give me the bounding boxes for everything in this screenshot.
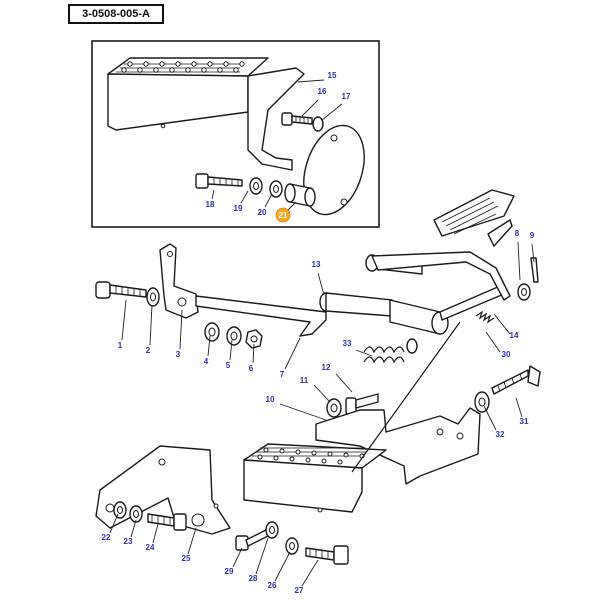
callout-label-25[interactable]: 25 <box>182 554 191 563</box>
bolt-12 <box>345 393 379 415</box>
callout-label-13[interactable]: 13 <box>312 260 321 269</box>
callout-leader-22 <box>109 513 119 534</box>
callout-label-21[interactable]: 21 <box>279 211 288 220</box>
callout-leader-2 <box>149 304 153 346</box>
callout-leader-25 <box>187 527 197 555</box>
callout-leader-14 <box>493 313 511 335</box>
callout-leader-10 <box>279 403 327 421</box>
callout-label-19[interactable]: 19 <box>234 204 243 213</box>
inset-footplate-part-15 <box>107 57 365 216</box>
callout-leader-31 <box>515 397 523 418</box>
inset-bolt-16 <box>281 112 313 126</box>
callout-label-32[interactable]: 32 <box>496 430 505 439</box>
callout-leader-17 <box>321 103 343 121</box>
rod-7 <box>195 295 327 337</box>
callout-leader-33 <box>355 349 373 357</box>
callout-leader-24 <box>152 523 159 544</box>
callout-leader-21 <box>287 201 297 211</box>
callout-label-22[interactable]: 22 <box>102 533 111 542</box>
callout-label-33[interactable]: 33 <box>343 339 352 348</box>
callout-label-11[interactable]: 11 <box>300 376 309 385</box>
callout-label-14[interactable]: 14 <box>510 331 519 340</box>
callout-leader-19 <box>240 190 249 204</box>
callout-label-10[interactable]: 10 <box>266 395 275 404</box>
callout-label-5[interactable]: 5 <box>226 361 231 370</box>
callout-label-15[interactable]: 15 <box>328 71 337 80</box>
callout-label-9[interactable]: 9 <box>530 231 535 240</box>
callout-label-12[interactable]: 12 <box>322 363 331 372</box>
callout-leader-26 <box>274 551 291 582</box>
split-pin-9 <box>530 257 539 283</box>
callout-leader-32 <box>483 405 497 431</box>
bolt-31 <box>491 365 541 395</box>
callout-leader-8 <box>517 241 521 281</box>
bolt-27 <box>305 545 349 565</box>
callout-leader-16 <box>301 99 319 117</box>
callout-label-16[interactable]: 16 <box>318 87 327 96</box>
callout-leader-30 <box>485 331 501 353</box>
bracket-3 <box>159 243 199 319</box>
callout-label-2[interactable]: 2 <box>146 346 151 355</box>
spring-30 <box>475 310 495 324</box>
inset-washer-17 <box>312 116 324 132</box>
callout-label-23[interactable]: 23 <box>124 537 133 546</box>
brake-pedal-lever-14 <box>365 189 515 335</box>
bolt-1 <box>95 281 147 299</box>
callout-highlight-21 <box>275 207 291 223</box>
callout-leader-23 <box>130 519 137 538</box>
callout-label-27[interactable]: 27 <box>295 586 304 595</box>
inset-bushing-21 <box>284 183 316 207</box>
callout-leader-5 <box>229 339 233 361</box>
callout-leader-27 <box>301 559 319 587</box>
inset-bolt-18 <box>195 173 243 189</box>
callout-label-31[interactable]: 31 <box>520 417 529 426</box>
callout-leader-4 <box>207 335 211 357</box>
callout-leader-12 <box>335 373 353 393</box>
callout-label-28[interactable]: 28 <box>249 574 258 583</box>
callout-label-8[interactable]: 8 <box>515 229 520 238</box>
callout-leader-7 <box>284 337 301 370</box>
callout-leader-20 <box>264 193 273 208</box>
callout-leader-28 <box>255 537 269 575</box>
callout-label-30[interactable]: 30 <box>502 350 511 359</box>
callout-label-18[interactable]: 18 <box>206 200 215 209</box>
assembly-line <box>351 321 461 473</box>
callout-leader-3 <box>179 309 183 350</box>
callout-label-17[interactable]: 17 <box>342 92 351 101</box>
callout-leader-6 <box>252 343 255 364</box>
callout-leader-11 <box>313 384 331 403</box>
callout-label-1[interactable]: 1 <box>118 341 123 350</box>
callout-label-29[interactable]: 29 <box>225 567 234 576</box>
callout-leader-18 <box>211 189 215 200</box>
callout-leader-13 <box>317 272 325 296</box>
shaft-13 <box>319 292 393 317</box>
bolt-24 <box>147 513 187 531</box>
callout-leader-15 <box>297 79 325 83</box>
diagram-reference-code: 3-0508-005-A <box>68 4 164 24</box>
callout-label-3[interactable]: 3 <box>176 350 181 359</box>
callout-label-20[interactable]: 20 <box>258 208 267 217</box>
callout-leader-1 <box>121 299 127 341</box>
callout-label-4[interactable]: 4 <box>204 357 209 366</box>
return-spring-33 <box>363 338 418 364</box>
bolt-29 <box>235 529 269 551</box>
callout-label-24[interactable]: 24 <box>146 543 155 552</box>
callout-leader-29 <box>232 547 243 568</box>
callout-label-26[interactable]: 26 <box>268 581 277 590</box>
callout-label-6[interactable]: 6 <box>249 364 254 373</box>
callout-label-7[interactable]: 7 <box>280 370 285 379</box>
callout-leader-9 <box>531 243 535 263</box>
